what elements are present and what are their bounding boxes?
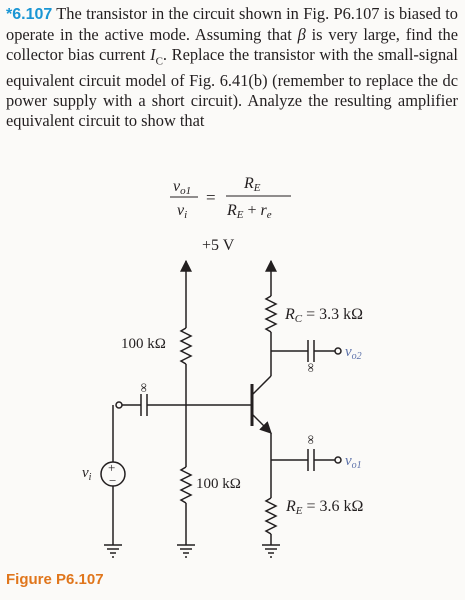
source-minus: − bbox=[109, 473, 116, 488]
resistor-bottom bbox=[179, 466, 193, 545]
ground-symbol-right bbox=[262, 544, 280, 558]
gain-equation: vo1 vi = RE RE + re bbox=[170, 175, 291, 221]
emitter-capacitor-label: ∞ bbox=[304, 435, 319, 444]
eq-equals: = bbox=[206, 188, 216, 207]
emitter-resistor bbox=[264, 497, 278, 545]
input-capacitor bbox=[115, 394, 252, 416]
ground-symbol-mid bbox=[177, 544, 195, 558]
collector-capacitor bbox=[271, 340, 342, 362]
emitter-capacitor bbox=[271, 449, 342, 471]
input-capacitor-label: ∞ bbox=[137, 383, 152, 392]
eq-rhs-denominator: RE + re bbox=[226, 202, 272, 221]
eq-lhs-denominator: vi bbox=[177, 202, 187, 221]
collector-resistor-label: RC = 3.3 kΩ bbox=[284, 306, 363, 325]
signal-source bbox=[100, 405, 126, 545]
source-label: vi bbox=[82, 465, 92, 483]
beta-symbol: β bbox=[297, 25, 306, 44]
output-vo2-label: vo2 bbox=[345, 344, 362, 362]
source-plus: + bbox=[108, 460, 115, 475]
problem-text-part3: . Replace the transistor with the small-… bbox=[6, 45, 458, 131]
resistor-top bbox=[179, 292, 193, 467]
ic-subscript: C bbox=[155, 55, 163, 68]
collector-resistor bbox=[264, 292, 278, 376]
figure-caption: Figure P6.107 bbox=[6, 571, 104, 588]
eq-lhs-numerator: vo1 bbox=[173, 178, 191, 197]
problem-text-part1: The transistor in the circuit shown in F… bbox=[6, 4, 458, 44]
resistor-bottom-label: 100 kΩ bbox=[196, 476, 241, 492]
problem-number: *6.107 bbox=[6, 6, 53, 23]
supply-label: +5 V bbox=[202, 237, 235, 254]
collector-capacitor-label: ∞ bbox=[304, 363, 319, 372]
eq-rhs-numerator: RE bbox=[243, 175, 261, 194]
output-vo1-label: vo1 bbox=[345, 453, 362, 471]
emitter-resistor-label: RE = 3.6 kΩ bbox=[285, 498, 364, 517]
problem-text-part2: is very large, find the collector bias c… bbox=[6, 25, 458, 64]
npn-transistor bbox=[250, 375, 272, 434]
resistor-top-label: 100 kΩ bbox=[121, 336, 166, 352]
ground-symbol-left bbox=[104, 544, 122, 558]
problem-text: *6.107 The transistor in the circuit sho… bbox=[6, 4, 458, 131]
ic-symbol: I bbox=[150, 45, 156, 64]
